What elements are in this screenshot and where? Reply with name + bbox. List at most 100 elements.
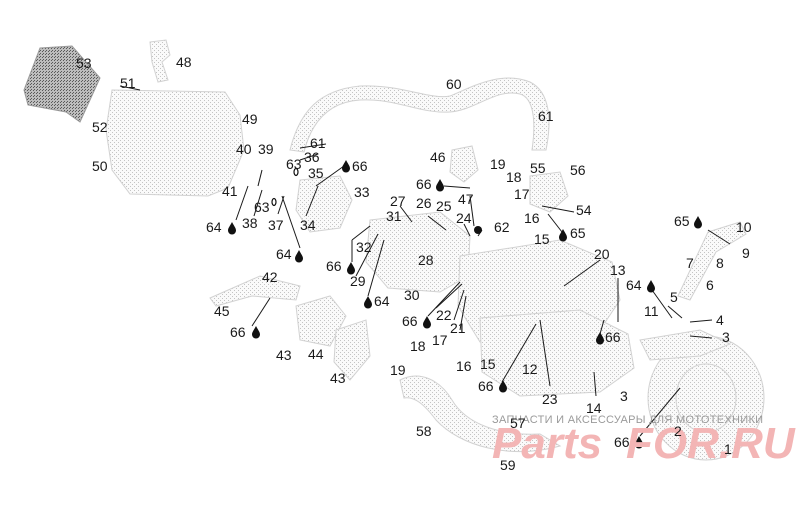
part-bracket-42 [209, 275, 301, 307]
part-carburetor-body [365, 211, 471, 293]
callout-18b: 18 [410, 338, 426, 354]
callout-34: 34 [300, 217, 316, 233]
oil-drop-icon [559, 229, 567, 242]
callout-40: 40 [236, 141, 252, 157]
callout-65b: 65 [674, 213, 690, 229]
part-lower-housing [479, 309, 635, 397]
callout-3a: 3 [722, 329, 730, 345]
callout-17a: 17 [514, 186, 530, 202]
callout-55: 55 [530, 160, 546, 176]
callout-21: 21 [450, 320, 466, 336]
callout-15b: 15 [480, 356, 496, 372]
part-46 [449, 145, 479, 183]
callout-16a: 16 [524, 210, 540, 226]
oil-drop-icon [252, 326, 260, 339]
callout-5: 5 [670, 289, 678, 305]
callout-64d: 64 [374, 293, 390, 309]
callout-66e: 66 [605, 329, 621, 345]
callout-43b: 43 [330, 370, 346, 386]
callout-66c: 66 [326, 258, 342, 274]
callout-45: 45 [214, 303, 230, 319]
callout-14: 14 [586, 400, 602, 416]
callout-32: 32 [356, 239, 372, 255]
callout-43a: 43 [276, 347, 292, 363]
callout-33: 33 [354, 184, 370, 200]
callout-16b: 16 [456, 358, 472, 374]
callout-3b: 3 [620, 388, 628, 404]
part-48 [149, 39, 171, 83]
callout-64b: 64 [276, 246, 292, 262]
callout-11: 11 [644, 303, 659, 319]
callout-22: 22 [436, 307, 452, 323]
callout-53: 53 [76, 55, 92, 71]
oil-drop-icon [647, 280, 655, 293]
callout-numbers: 53 48 51 60 61 52 49 40 39 61 36 63 66 5… [76, 54, 752, 473]
o-ring-icon [271, 197, 277, 207]
callout-59: 59 [500, 457, 516, 473]
callout-1: 1 [724, 441, 732, 457]
callout-25: 25 [436, 198, 452, 214]
part-55 [529, 171, 569, 213]
callout-15a: 15 [534, 231, 550, 247]
callout-7: 7 [686, 255, 694, 271]
part-throttle-cluster [295, 175, 353, 233]
callout-56: 56 [570, 162, 586, 178]
callout-48: 48 [176, 54, 192, 70]
callout-27: 27 [390, 193, 406, 209]
o-ring-icon [293, 167, 299, 177]
callout-63: 63 [286, 156, 302, 172]
callout-19a: 19 [490, 156, 506, 172]
callout-49: 49 [242, 111, 258, 127]
callout-12: 12 [522, 361, 538, 377]
callout-20: 20 [594, 246, 610, 262]
callout-50: 50 [92, 158, 108, 174]
oil-drop-icon [342, 160, 350, 173]
callout-24: 24 [456, 210, 472, 226]
callout-31: 31 [386, 208, 402, 224]
callout-17b: 17 [432, 332, 448, 348]
lubricant-markers [228, 160, 702, 449]
watermark-logo-right: FOR.RU [626, 419, 796, 468]
parts-layer [23, 39, 765, 461]
callout-42: 42 [262, 269, 278, 285]
callout-8: 8 [716, 255, 724, 271]
callout-9: 9 [742, 245, 750, 261]
callout-4: 4 [716, 312, 724, 328]
callout-26: 26 [416, 195, 432, 211]
callout-18a: 18 [506, 169, 522, 185]
callout-46: 46 [430, 149, 446, 165]
callout-2: 2 [674, 423, 682, 439]
callout-51: 51 [120, 75, 136, 91]
oil-drop-icon [364, 296, 372, 309]
callout-10: 10 [736, 219, 752, 235]
callout-6: 6 [706, 277, 714, 293]
callout-63b: 63 [254, 199, 270, 215]
callout-36: 36 [304, 149, 320, 165]
callout-61: 61 [538, 108, 554, 124]
part-bolt-set [677, 221, 747, 301]
oil-drop-icon [436, 179, 444, 192]
callout-28: 28 [418, 252, 434, 268]
oil-drop-icon [228, 222, 236, 235]
callout-60: 60 [446, 76, 462, 92]
leader-lines [119, 85, 731, 437]
callout-66d: 66 [402, 313, 418, 329]
watermark: ЗАПЧАСТИ И АКСЕССУАРЫ ДЛЯ МОТОТЕХНИКИ Pa… [492, 414, 796, 468]
callout-38: 38 [242, 215, 258, 231]
callout-44: 44 [308, 346, 324, 362]
callout-66a: 66 [352, 158, 368, 174]
oil-drop-icon [694, 216, 702, 229]
oil-drop-icon [423, 316, 431, 329]
callout-64c: 64 [626, 277, 642, 293]
callout-23: 23 [542, 391, 558, 407]
callout-66g: 66 [478, 378, 494, 394]
callout-37: 37 [268, 217, 284, 233]
watermark-logo-left: Parts [492, 419, 602, 468]
part-breather-hose [289, 77, 550, 153]
callout-66h: 66 [614, 434, 630, 450]
callout-66f: 66 [230, 324, 246, 340]
callout-35: 35 [308, 165, 324, 181]
part-44 [333, 319, 371, 381]
callout-65a: 65 [570, 225, 586, 241]
